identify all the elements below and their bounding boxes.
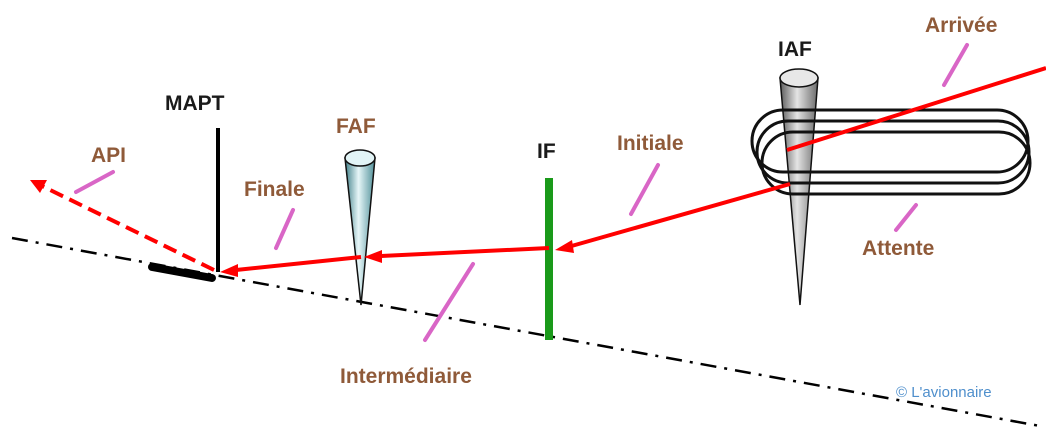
- leader-arrivee: [942, 43, 969, 87]
- holding-pattern-icon: [750, 108, 1032, 196]
- leader-initiale: [629, 163, 660, 216]
- label-mapt: MAPT: [165, 92, 225, 115]
- leader-api: [74, 170, 115, 194]
- flight-path-arrowheads: [30, 180, 574, 277]
- runway: [148, 263, 216, 282]
- missed-approach-path: [41, 184, 215, 272]
- leader-attente: [894, 203, 918, 232]
- label-faf: FAF: [336, 115, 376, 138]
- label-api: API: [91, 144, 126, 167]
- label-if: IF: [537, 140, 556, 163]
- leader-intermediaire: [423, 262, 475, 342]
- label-leaders: [74, 43, 969, 342]
- leader-finale: [274, 208, 295, 250]
- label-iaf: IAF: [778, 38, 812, 61]
- label-initiale: Initiale: [617, 132, 684, 155]
- label-finale: Finale: [244, 178, 305, 201]
- iaf-cone-icon: [779, 68, 819, 306]
- faf-cone-icon: [344, 149, 376, 306]
- label-arrivee: Arrivée: [925, 14, 997, 37]
- flight-path: [235, 66, 1046, 272]
- copyright-text: © L'avionnaire: [896, 384, 992, 401]
- label-intermediaire: Intermédiaire: [340, 365, 472, 388]
- label-attente: Attente: [862, 237, 934, 260]
